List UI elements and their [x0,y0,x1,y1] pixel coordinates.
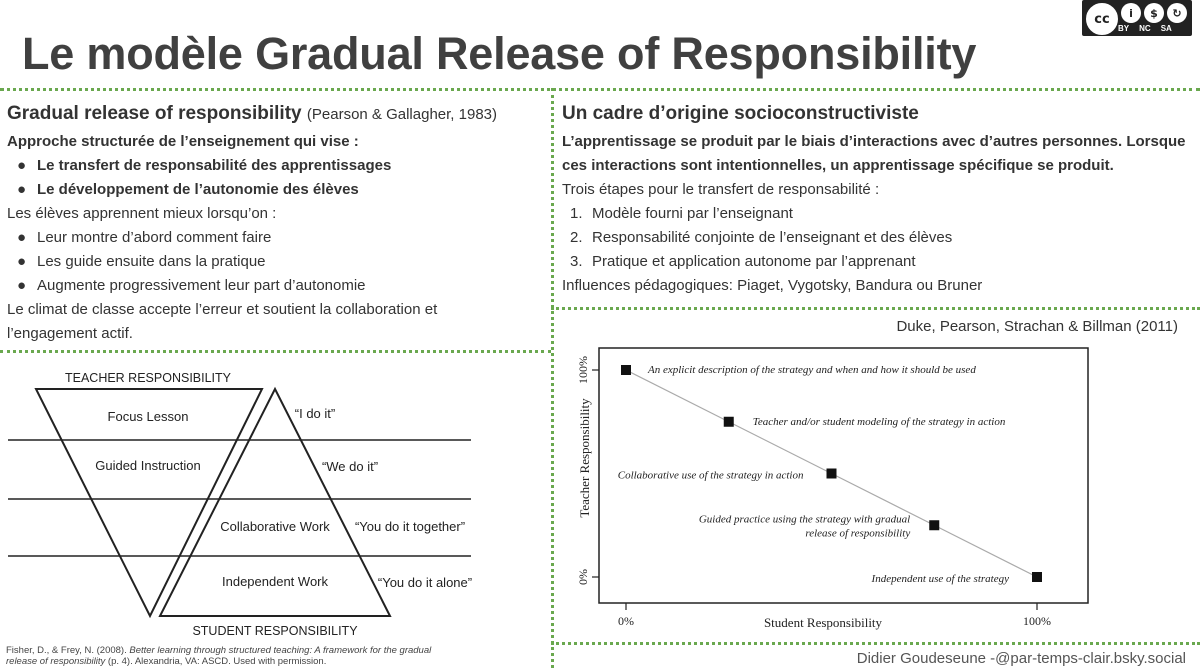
data-point [723,416,734,427]
left-learn-intro: Les élèves apprennent mieux lorsqu’on : [7,205,277,222]
center-divider [551,88,554,668]
chart-xlabel: Student Responsibility [764,615,883,630]
diagram-citation: Fisher, D., & Frey, N. (2008). Better le… [6,645,432,667]
chart-caption: Duke, Pearson, Strachan & Billman (2011) [896,318,1178,335]
y-tick-label: 0% [576,569,590,585]
license-sa-label: SA [1160,24,1172,33]
license-nc-label: NC [1139,24,1151,33]
left-heading-text: Gradual release of responsibility [7,103,302,124]
phase-guided-instruction: Guided Instruction [95,458,201,473]
point-label: An explicit description of the strategy … [647,364,976,376]
phase-independent-work: Independent Work [222,574,328,589]
data-point [929,520,940,531]
data-point [1032,572,1042,582]
grr-diagram: TEACHER RESPONSIBILITY Focus Lesson Guid… [8,371,472,638]
license-by-label: BY [1118,24,1130,33]
step-item: 2.Responsabilité conjointe de l’enseigna… [570,229,953,246]
point-label: Guided practice using the strategy with … [699,513,910,525]
nc-icon: $ [1144,3,1164,23]
sa-icon: ↻ [1167,3,1187,23]
teacher-triangle [34,388,264,619]
left-intro: Approche structurée de l’enseignement qu… [7,133,359,150]
phase-collaborative-work: Collaborative Work [220,519,330,534]
left-climate-1: Le climat de classe accepte l’erreur et … [7,301,438,318]
footer-credit: Didier Goudeseune -@par-temps-clair.bsky… [856,650,1186,667]
grr-chart: 0% 100% 0% 100% An explicit description of … [576,347,1089,630]
by-icon: i [1121,3,1141,23]
point-label: release of responsibility [805,527,910,539]
page-title: Le modèle Gradual Release of Responsibil… [22,28,977,79]
phase-focus-lesson: Focus Lesson [108,409,189,424]
right-heading: Un cadre d’origine socioconstructiviste [562,103,919,124]
list-item: ●Le développement de l’autonomie des élè… [17,181,359,198]
quote-we-do-it: “We do it” [322,459,378,474]
list-item: ●Leur montre d’abord comment faire [17,229,272,246]
left-section: Gradual release of responsibility (Pears… [7,103,547,342]
top-divider [0,88,1200,91]
right-steps-intro: Trois étapes pour le transfert de respon… [562,181,880,198]
list-item: ●Le transfert de responsabilité des appr… [17,157,392,174]
right-bold-1: L’apprentissage se produit par le biais … [562,133,1186,150]
data-point [621,365,631,375]
quote-you-do-it-alone: “You do it alone” [378,575,472,590]
cc-icon: cc [1086,3,1118,35]
point-label: Teacher and/or student modeling of the s… [753,416,1006,428]
left-divider [0,350,551,353]
right-section: Un cadre d’origine socioconstructiviste … [562,103,1192,294]
diagram-bottom-label: STUDENT RESPONSIBILITY [192,624,358,638]
list-item: ●Augmente progressivement leur part d’au… [17,277,366,294]
diagram-top-label: TEACHER RESPONSIBILITY [65,371,232,385]
quote-you-do-it-together: “You do it together” [355,519,465,534]
quote-i-do-it: “I do it” [295,406,335,421]
step-item: 1.Modèle fourni par l’enseignant [570,205,793,222]
x-tick-label: 0% [618,614,634,628]
point-label: Collaborative use of the strategy in act… [618,470,804,482]
left-climate-2: l’engagement actif. [7,325,133,342]
x-tick-label: 100% [1023,614,1051,628]
chart-ylabel: Teacher Responsibility [577,398,592,518]
y-tick-label: 100% [576,356,590,384]
left-heading-cite: (Pearson & Gallagher, 1983) [306,106,498,123]
left-heading: Gradual release of responsibility (Pears… [7,103,547,125]
step-item: 3.Pratique et application autonome par l… [570,253,916,270]
right-bold-2: ces interactions sont intentionnelles, u… [562,157,1114,174]
right-influences: Influences pédagogiques: Piaget, Vygotsk… [562,277,983,294]
footer-divider [551,642,1200,645]
chart-frame [598,347,1089,604]
cc-by-nc-sa-icon: cc i $ ↻ BY NC SA [1082,0,1192,36]
point-label: Independent use of the strategy [871,573,1010,585]
student-triangle [158,386,392,617]
list-item: ●Les guide ensuite dans la pratique [17,253,266,270]
right-divider [551,307,1200,310]
data-point [826,468,837,479]
